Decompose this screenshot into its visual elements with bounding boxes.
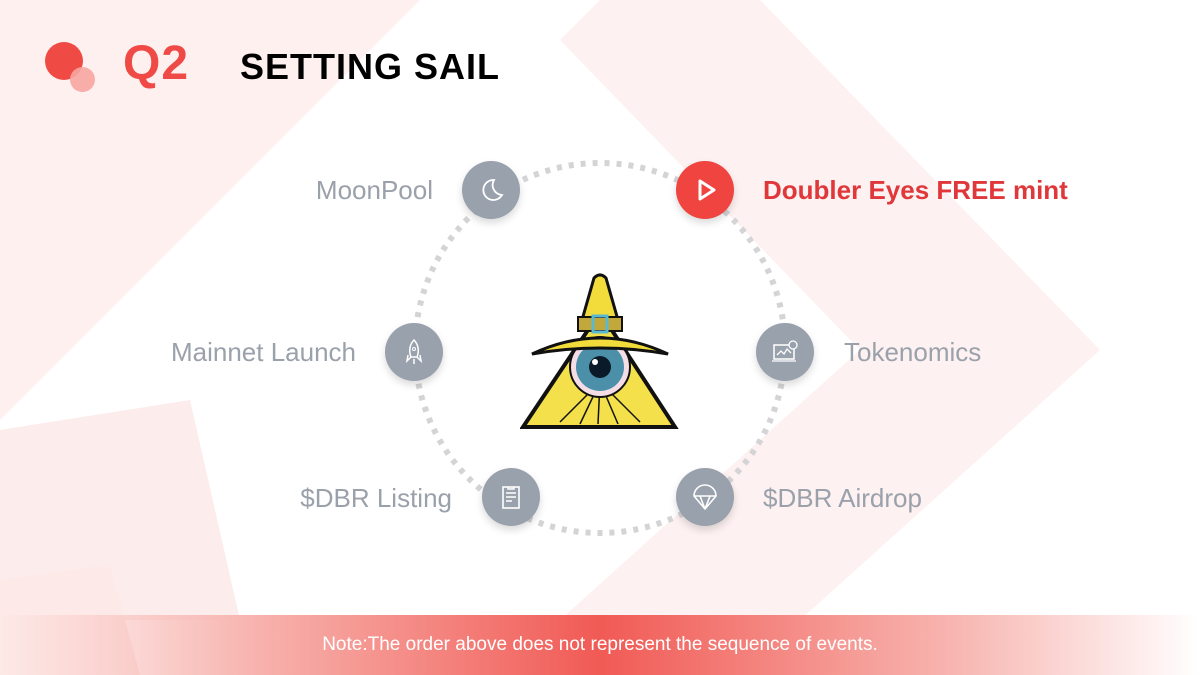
mainnet-launch-node[interactable] bbox=[385, 323, 443, 381]
tokenomics-node[interactable] bbox=[756, 323, 814, 381]
chart-coin-icon bbox=[772, 340, 798, 362]
decor-dot bbox=[70, 67, 95, 92]
moonpool-node[interactable] bbox=[462, 161, 520, 219]
dbr-airdrop-label: $DBR Airdrop bbox=[763, 483, 922, 513]
play-icon bbox=[698, 179, 716, 201]
moonpool-label: MoonPool bbox=[315, 175, 433, 205]
doubler-eyes-label: Doubler Eyes FREE mint bbox=[763, 175, 1068, 205]
wizard-eye-logo bbox=[520, 273, 679, 429]
rocket-icon bbox=[405, 338, 423, 364]
moon-icon bbox=[482, 179, 504, 201]
page-title: SETTING SAIL bbox=[240, 46, 501, 87]
clipboard-icon bbox=[502, 486, 520, 509]
tokenomics-label: Tokenomics bbox=[844, 337, 982, 367]
doubler-eyes-node[interactable] bbox=[676, 161, 734, 219]
dbr-listing-node[interactable] bbox=[482, 468, 540, 526]
quarter-label: Q2 bbox=[123, 37, 190, 90]
footer-banner: Note:The order above does not represent … bbox=[0, 615, 1200, 675]
dbr-airdrop-node[interactable] bbox=[676, 468, 734, 526]
dbr-listing-label: $DBR Listing bbox=[300, 483, 452, 513]
footer-note: Note:The order above does not represent … bbox=[322, 634, 878, 655]
mainnet-launch-label: Mainnet Launch bbox=[170, 337, 356, 367]
parachute-icon bbox=[693, 484, 717, 510]
